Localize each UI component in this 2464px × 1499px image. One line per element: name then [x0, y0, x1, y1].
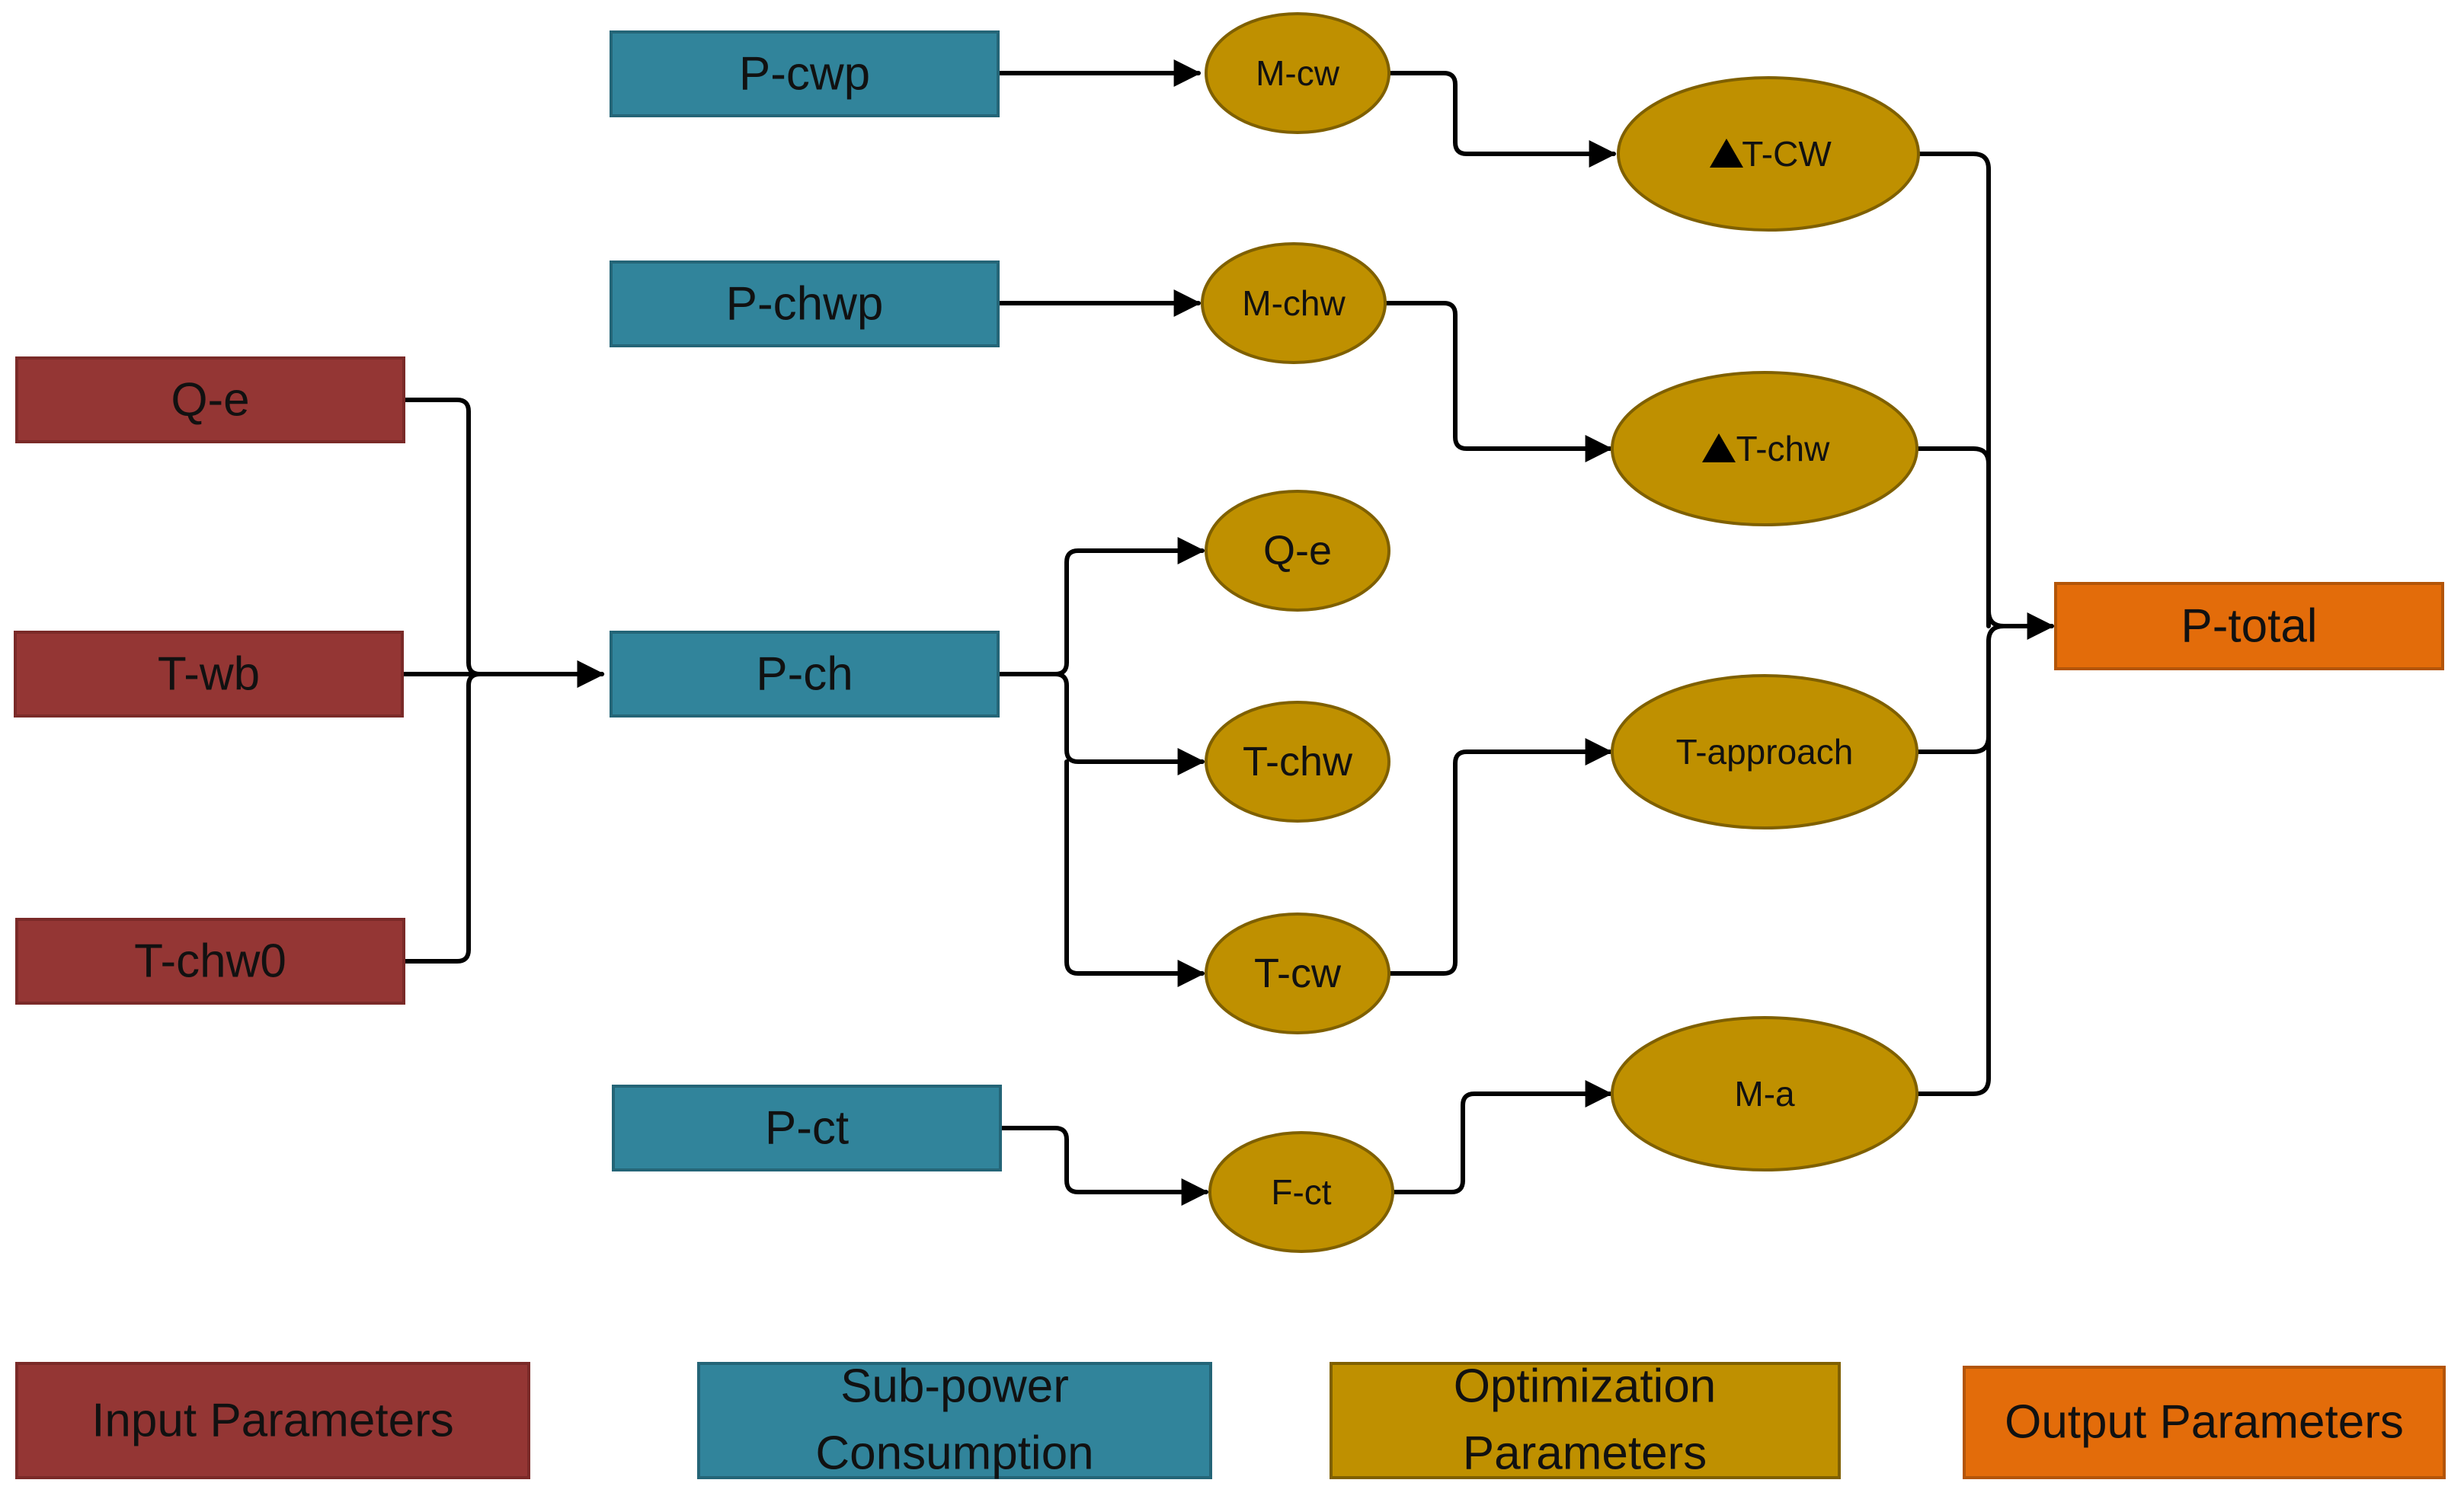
node-label: T-chw0	[134, 935, 286, 988]
legend-label-line1: Sub-power	[840, 1360, 1069, 1413]
node-label: T-wb	[158, 648, 260, 701]
subpower-node-pct: P-ct	[612, 1085, 1002, 1171]
connector-pch-to-qe	[996, 537, 1205, 676]
opt-node-qe: Q-e	[1205, 490, 1390, 612]
legend-item-subpower: Sub-power Consumption	[697, 1360, 1212, 1480]
input-node-twb: T-wb	[14, 631, 404, 718]
legend-label: Input Parameters	[91, 1395, 454, 1447]
connector-ma-to-ptotal	[1916, 639, 1991, 1096]
connector-pch-to-tcw	[1064, 759, 1205, 987]
node-label: T-approach	[1676, 732, 1854, 772]
opt-node-tapproach: T-approach	[1611, 674, 1918, 829]
node-label: T-CW	[1742, 134, 1832, 174]
opt-node-ma: M-a	[1611, 1016, 1918, 1171]
opt-node-tchw: T-chw	[1205, 701, 1390, 823]
node-label: M-chw	[1242, 283, 1346, 323]
opt-node-delta-tchw: T-chw	[1611, 371, 1918, 526]
connectors	[400, 59, 2055, 1206]
connector-pct-to-fct	[998, 1126, 1209, 1206]
delta-triangle-icon	[1702, 433, 1736, 462]
input-node-tchw0: T-chw0	[15, 918, 405, 1005]
legend-label-line1: Optimization	[1454, 1360, 1717, 1413]
input-node-qe: Q-e	[15, 356, 405, 443]
node-label: M-a	[1734, 1074, 1795, 1114]
legend-label-line2: Parameters	[1463, 1427, 1707, 1480]
connector-mchw-to-dtchw	[1383, 301, 1613, 462]
opt-node-tcw: T-cw	[1205, 913, 1390, 1034]
node-label: F-ct	[1271, 1172, 1331, 1212]
opt-node-delta-tcw: T-CW	[1617, 76, 1920, 232]
node-label: M-cw	[1256, 53, 1340, 93]
opt-node-mchw: M-chw	[1201, 242, 1387, 364]
legend-item-input: Input Parameters	[15, 1362, 530, 1479]
legend: Input Parameters Sub-power Consumption O…	[15, 1360, 2446, 1480]
legend-label: Output Parameters	[2005, 1396, 2404, 1449]
subpower-node-pch: P-ch	[610, 631, 1000, 718]
node-label: P-ch	[756, 648, 853, 701]
legend-label-line2: Consumption	[815, 1427, 1093, 1480]
output-node-ptotal: P-total	[2054, 582, 2444, 670]
connector-fct-to-ma	[1390, 1080, 1613, 1194]
node-label: P-total	[2181, 600, 2317, 653]
connector-mcw-to-dtcw	[1387, 71, 1617, 168]
connector-qe-to-pch	[402, 398, 605, 688]
connector-pch-to-tchw	[996, 672, 1205, 775]
legend-item-optimization: Optimization Parameters	[1330, 1360, 1841, 1480]
connector-tcw-to-tapproach	[1387, 738, 1613, 976]
opt-node-fct: F-ct	[1208, 1131, 1394, 1253]
node-label: P-cwp	[739, 48, 870, 101]
subpower-node-pcwp: P-cwp	[610, 30, 1000, 117]
node-label: P-chwp	[726, 278, 884, 331]
connector-dtchw-to-ptotal	[1916, 446, 1991, 628]
legend-item-output: Output Parameters	[1963, 1366, 2446, 1479]
connector-tapproach-to-ptotal	[1916, 624, 2006, 754]
opt-node-mcw: M-cw	[1205, 12, 1390, 134]
connector-dtcw-to-ptotal	[1916, 152, 2055, 640]
connector-tchw0-to-pch	[402, 672, 482, 964]
node-label: P-ct	[765, 1102, 849, 1155]
delta-triangle-icon	[1710, 139, 1743, 168]
node-label: T-cw	[1254, 951, 1342, 996]
node-label: Q-e	[171, 374, 249, 427]
subpower-node-pchwp: P-chwp	[610, 260, 1000, 347]
node-label: T-chw	[1736, 429, 1830, 468]
node-label: Q-e	[1263, 528, 1332, 574]
node-label: T-chw	[1243, 739, 1353, 785]
